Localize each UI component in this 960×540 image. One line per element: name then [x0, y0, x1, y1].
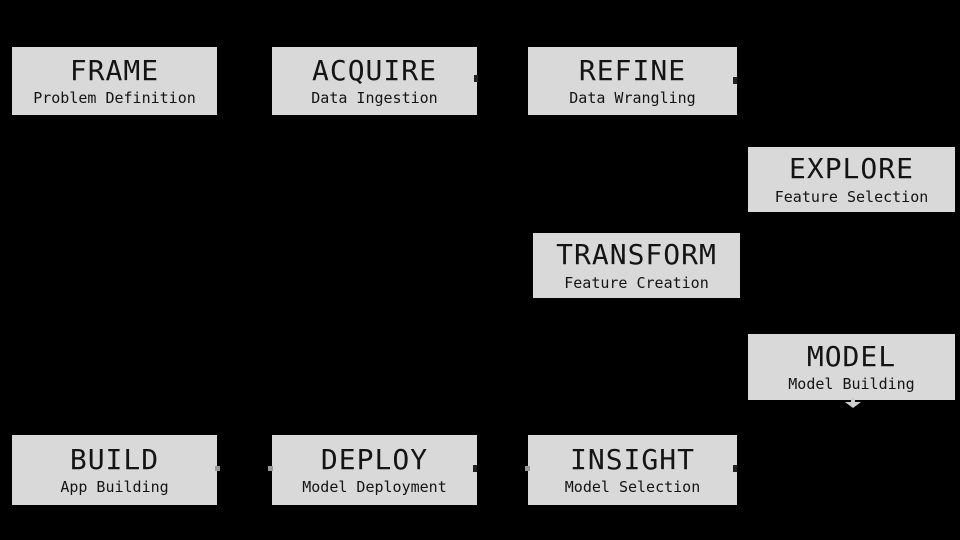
stage-subtitle: Model Selection [564, 478, 701, 497]
stage-title: EXPLORE [788, 152, 914, 186]
down-arrow-icon [845, 398, 861, 408]
arrow-stub-icon [474, 75, 478, 82]
stage-subtitle: Problem Definition [33, 89, 196, 108]
stage-box-transform: TRANSFORM Feature Creation [533, 233, 740, 298]
stage-box-frame: FRAME Problem Definition [12, 47, 217, 115]
stage-subtitle: Data Wrangling [569, 89, 696, 108]
stage-box-acquire: ACQUIRE Data Ingestion [272, 47, 477, 115]
stage-box-insight: INSIGHT Model Selection [528, 435, 737, 505]
stage-title: BUILD [69, 442, 160, 476]
arrow-stub-icon [733, 77, 737, 84]
stage-subtitle: Data Ingestion [311, 89, 438, 108]
arrow-stub-icon [215, 466, 220, 471]
stage-title: INSIGHT [569, 442, 695, 476]
stage-box-build: BUILD App Building [12, 435, 217, 505]
stage-box-deploy: DEPLOY Model Deployment [272, 435, 477, 505]
arrow-stub-icon [525, 466, 530, 471]
stage-title: REFINE [578, 53, 687, 87]
stage-title: DEPLOY [320, 442, 429, 476]
arrow-stub-icon [733, 465, 737, 472]
stage-title: TRANSFORM [556, 238, 717, 272]
arrow-stub-icon [473, 465, 477, 472]
arrow-stub-icon [268, 466, 273, 471]
stage-box-refine: REFINE Data Wrangling [528, 47, 737, 115]
stage-subtitle: App Building [60, 478, 169, 497]
stage-subtitle: Model Building [788, 375, 915, 394]
stage-subtitle: Model Deployment [302, 478, 447, 497]
stage-subtitle: Feature Creation [564, 273, 709, 292]
stage-title: FRAME [69, 53, 160, 87]
stage-title: MODEL [806, 339, 897, 373]
stage-subtitle: Feature Selection [774, 187, 929, 206]
stage-box-model: MODEL Model Building [748, 334, 955, 400]
stage-box-explore: EXPLORE Feature Selection [748, 147, 955, 212]
stage-title: ACQUIRE [311, 53, 437, 87]
